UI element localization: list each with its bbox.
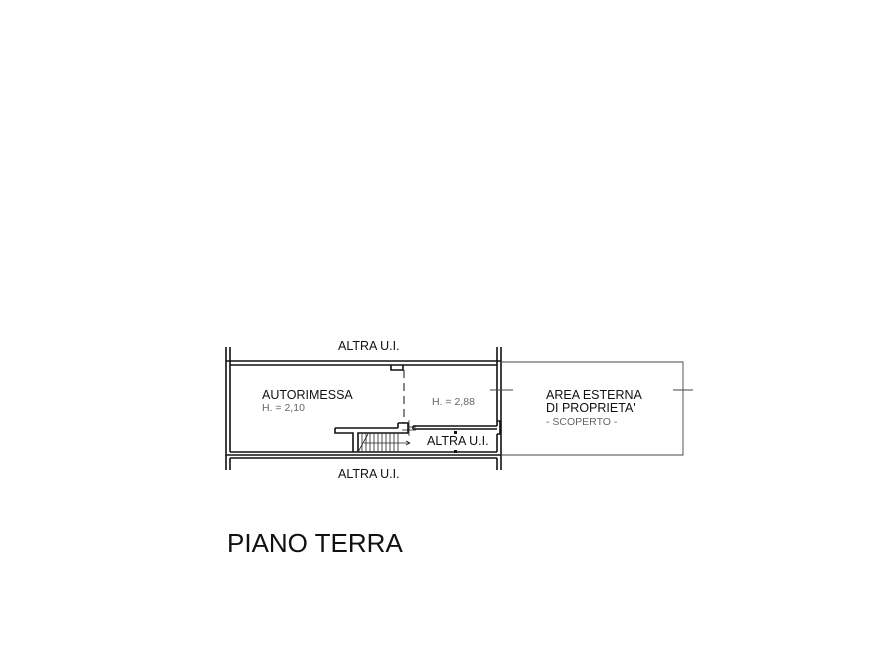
- room-height-autorimessa: H. = 2,10: [262, 402, 305, 414]
- external-area-line1: AREA ESTERNA: [546, 388, 642, 402]
- external-area-note: - SCOPERTO -: [546, 416, 618, 428]
- room-name-autorimessa: AUTORIMESSA: [262, 388, 353, 402]
- plan-title: PIANO TERRA: [227, 528, 403, 558]
- room-height-right: H. = 2,88: [432, 396, 475, 408]
- neighbor-label-top: ALTRA U.I.: [338, 339, 400, 353]
- neighbor-label-bottom: ALTRA U.I.: [338, 467, 400, 481]
- external-area-line2: DI PROPRIETA': [546, 401, 636, 415]
- neighbor-label-inner: ALTRA U.I.: [427, 434, 489, 448]
